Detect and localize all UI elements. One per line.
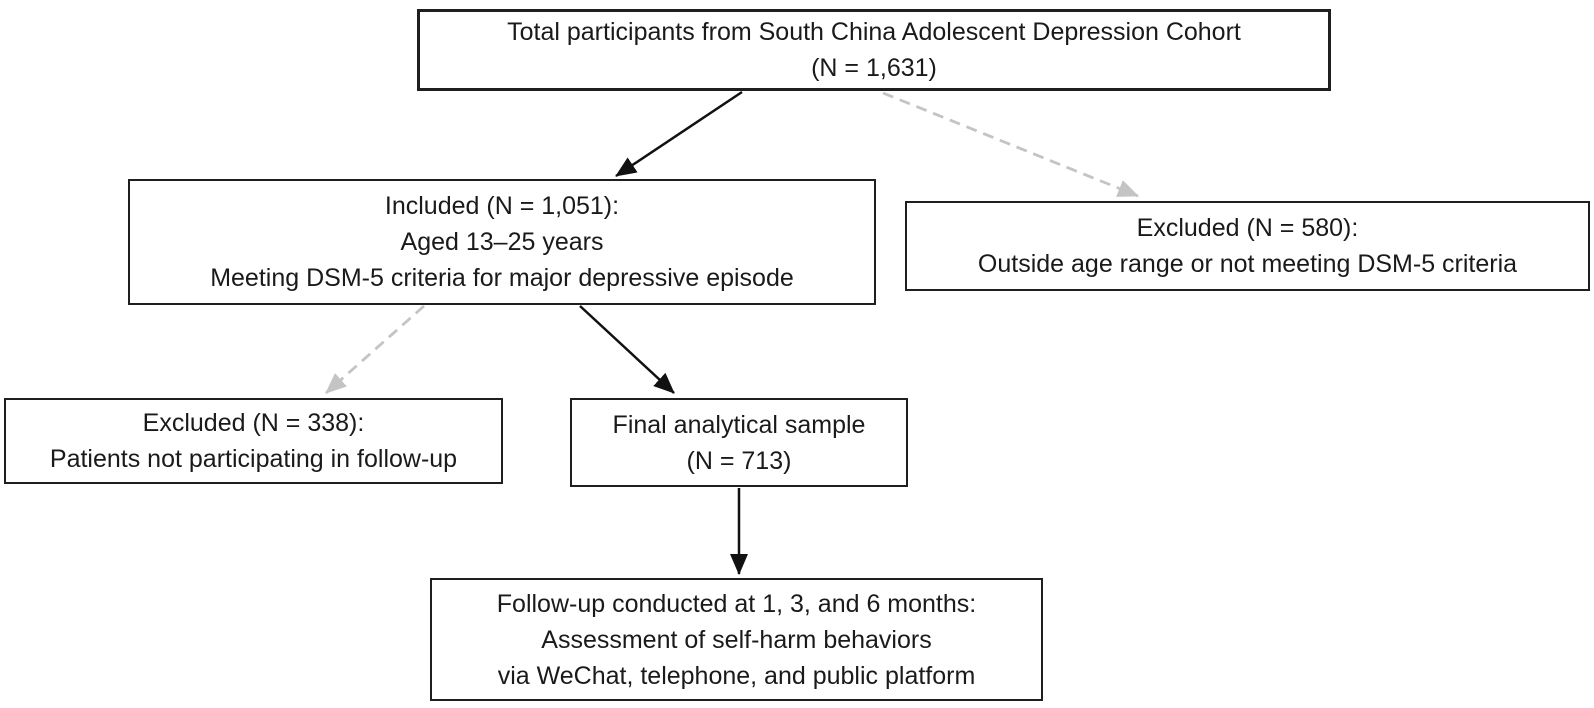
arrow-total-to-excluded [882,91,1139,198]
node-line: Follow-up conducted at 1, 3, and 6 month… [496,589,977,618]
node-line: Aged 13–25 years [400,228,604,256]
node-excluded-followup: Excluded (N = 338): Patients not partici… [4,398,503,484]
node-line: Assessment of self-harm behaviors [541,625,932,654]
node-line: Meeting DSM-5 criteria for major depress… [210,264,794,292]
node-line: Excluded (N = 338): [142,409,365,437]
node-total-cohort: Total participants from South China Adol… [417,9,1331,91]
node-line: Total participants from South China Adol… [507,18,1241,46]
arrow-included-to-final [579,305,675,394]
node-line: Final analytical sample [612,410,866,439]
node-line: via WeChat, telephone, and public platfo… [497,661,976,690]
node-line: (N = 713) [686,446,792,475]
arrow-included-to-excluded [325,304,425,395]
node-excluded-screening: Excluded (N = 580): Outside age range or… [905,201,1590,291]
arrow-total-to-included [615,90,743,178]
node-final-sample: Final analytical sample (N = 713) [570,398,908,487]
node-line: Outside age range or not meeting DSM-5 c… [977,250,1518,278]
node-included: Included (N = 1,051): Aged 13–25 years M… [128,179,876,305]
node-line: Excluded (N = 580): [1136,214,1359,242]
node-line: (N = 1,631) [811,54,937,82]
node-followup-assessment: Follow-up conducted at 1, 3, and 6 month… [430,578,1043,701]
node-line: Included (N = 1,051): [384,192,620,220]
node-line: Patients not participating in follow-up [49,445,458,473]
